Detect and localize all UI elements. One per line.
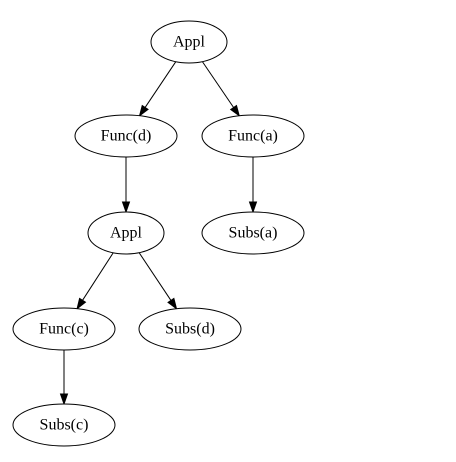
arrowhead: [138, 104, 149, 118]
node-func-c: Func(c): [12, 307, 116, 351]
edges-layer: [59, 61, 258, 406]
node-label: Func(c): [39, 321, 89, 338]
node-subs-a: Subs(a): [201, 211, 305, 255]
arrowhead: [248, 201, 258, 214]
node-subs-c: Subs(c): [12, 403, 116, 447]
node-subs-d: Subs(d): [138, 307, 242, 351]
arrowhead: [167, 297, 178, 311]
arrowhead: [121, 201, 131, 214]
node-func-a: Func(a): [201, 114, 305, 158]
arrowhead: [76, 297, 87, 310]
edge-func-d-to-appl-inner: [121, 157, 131, 214]
edge-appl-root-to-func-d: [138, 61, 177, 118]
node-ellipse: [12, 307, 116, 351]
edge-appl-inner-to-func-c: [76, 252, 114, 310]
edge-line: [144, 61, 177, 108]
node-ellipse: [12, 403, 116, 447]
edge-line: [138, 252, 172, 301]
edge-appl-root-to-func-a: [201, 61, 241, 118]
node-func-d: Func(d): [74, 114, 178, 158]
node-label: Subs(d): [165, 321, 215, 338]
node-label: Func(a): [228, 128, 278, 145]
node-ellipse: [150, 20, 228, 64]
node-ellipse: [74, 114, 178, 158]
node-ellipse: [201, 211, 305, 255]
node-ellipse: [87, 211, 165, 255]
edge-appl-inner-to-subs-d: [138, 252, 178, 311]
arrowhead: [229, 104, 241, 118]
arrowhead: [59, 393, 69, 406]
node-label: Subs(a): [229, 225, 278, 242]
edge-line: [201, 61, 235, 108]
edge-func-c-to-subs-c: [59, 350, 69, 406]
node-label: Appl: [110, 225, 143, 242]
edge-line: [82, 252, 114, 301]
node-label: Subs(c): [40, 417, 89, 434]
node-label: Func(d): [101, 128, 152, 145]
node-ellipse: [138, 307, 242, 351]
edge-func-a-to-subs-a: [248, 157, 258, 214]
node-appl-root: Appl: [150, 20, 228, 64]
node-appl-inner: Appl: [87, 211, 165, 255]
node-ellipse: [201, 114, 305, 158]
node-label: Appl: [173, 34, 206, 51]
